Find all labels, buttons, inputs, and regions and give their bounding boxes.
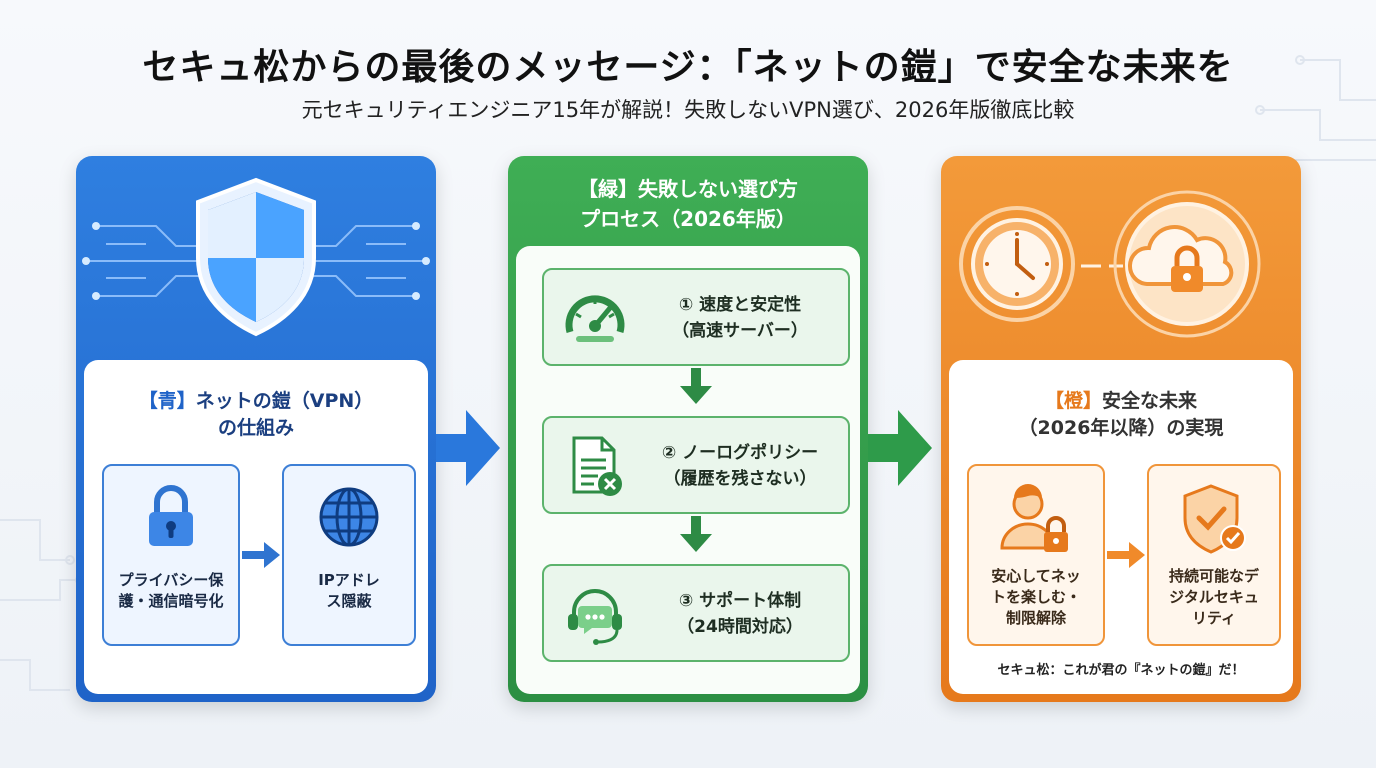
selection-process-heading: 【緑】失敗しない選び方 プロセス（2026年版） — [508, 174, 868, 234]
step-3-title: ③ サポート体制 — [678, 591, 802, 611]
enjoy-internet-label: 安心してネットを楽しむ・制限解除 — [990, 567, 1081, 627]
user-lock-icon — [1000, 484, 1068, 552]
blue-tag: 【青】 — [138, 390, 196, 412]
future-heading-line2: （2026年以降）の実現 — [1018, 417, 1224, 439]
future-heading-line1: 安全な未来 — [1102, 390, 1198, 412]
shield-check-icon — [1183, 484, 1246, 554]
sustainable-security-label: 持続可能なデジタルセキュリティ — [1168, 567, 1259, 627]
arrow-right-icon — [436, 410, 500, 486]
step-3-label: ③ サポート体制 （24時間対応） — [642, 588, 838, 640]
globe-icon — [319, 487, 379, 547]
arrow-down-icon — [680, 516, 712, 552]
closing-message: セキュ松：これが君の『ネットの鎧』だ！ — [997, 663, 1245, 678]
step-2-detail: （履歴を残さない） — [663, 469, 817, 489]
step-1-detail: （高速サーバー） — [672, 321, 808, 341]
clock-cloud-illustration — [959, 190, 1261, 338]
step-2-label: ② ノーログポリシー （履歴を残さない） — [642, 440, 838, 492]
step-1-label: ① 速度と安定性 （高速サーバー） — [642, 292, 838, 344]
speedometer-icon — [565, 295, 625, 342]
clock-icon — [959, 206, 1075, 322]
padlock-icon — [149, 485, 193, 546]
privacy-card-label: プライバシー保護・通信暗号化 — [118, 571, 224, 610]
step-no-log-policy: ② ノーログポリシー （履歴を残さない） — [542, 416, 850, 514]
vpn-heading-line1: ネットの鎧（VPN） — [195, 390, 374, 412]
shield-icon — [82, 177, 430, 337]
arrow-down-icon — [680, 368, 712, 404]
selection-process-panel: 【緑】失敗しない選び方 プロセス（2026年版） ① 速度と安定性 （高速サーバ… — [508, 156, 868, 702]
process-heading-line1: 【緑】失敗しない選び方 — [578, 177, 798, 201]
step-2-title: ② ノーログポリシー — [661, 443, 819, 463]
selection-process-content: ① 速度と安定性 （高速サーバー） ② ノーログポリシー （履歴を残さない） — [516, 246, 860, 694]
headset-chat-icon — [568, 589, 622, 645]
sustainable-security-card: 持続可能なデジタルセキュリティ — [1147, 464, 1281, 646]
step-support: ③ サポート体制 （24時間対応） — [542, 564, 850, 662]
vpn-mechanism-content: 【青】ネットの鎧（VPN） の仕組み プライバシー保護・通信暗号化 IPアド — [84, 360, 428, 694]
cloud-lock-icon — [1113, 190, 1261, 338]
page-title: セキュ松からの最後のメッセージ：「ネットの鎧」で安全な未来を — [142, 47, 1234, 88]
safe-future-panel: 【橙】安全な未来 （2026年以降）の実現 安心してネットを楽しむ・制限解除 — [941, 156, 1301, 702]
step-1-title: ① 速度と安定性 — [678, 295, 802, 315]
process-heading-line2: プロセス（2026年版） — [580, 207, 796, 231]
vpn-mechanism-heading: 【青】ネットの鎧（VPN） の仕組み — [84, 388, 428, 442]
arrow-right-icon — [1107, 542, 1145, 568]
safe-future-content: 【橙】安全な未来 （2026年以降）の実現 安心してネットを楽しむ・制限解除 — [949, 360, 1293, 694]
privacy-card: プライバシー保護・通信暗号化 — [102, 464, 240, 646]
safe-future-heading: 【橙】安全な未来 （2026年以降）の実現 — [949, 388, 1293, 442]
vpn-heading-line2: の仕組み — [217, 417, 294, 439]
document-x-icon — [572, 436, 622, 496]
enjoy-internet-card: 安心してネットを楽しむ・制限解除 — [967, 464, 1105, 646]
arrow-right-icon — [242, 542, 280, 568]
ip-hiding-card: IPアドレス隠蔽 — [282, 464, 416, 646]
arrow-right-icon — [868, 410, 932, 486]
step-speed-stability: ① 速度と安定性 （高速サーバー） — [542, 268, 850, 366]
step-3-detail: （24時間対応） — [677, 617, 803, 637]
vpn-mechanism-panel: 【青】ネットの鎧（VPN） の仕組み プライバシー保護・通信暗号化 IPアド — [76, 156, 436, 702]
page-subtitle: 元セキュリティエンジニア15年が解説！失敗しないVPN選び、2026年版徹底比較 — [301, 98, 1075, 122]
ip-hiding-card-label: IPアドレス隠蔽 — [318, 571, 380, 610]
orange-tag: 【橙】 — [1044, 390, 1102, 412]
